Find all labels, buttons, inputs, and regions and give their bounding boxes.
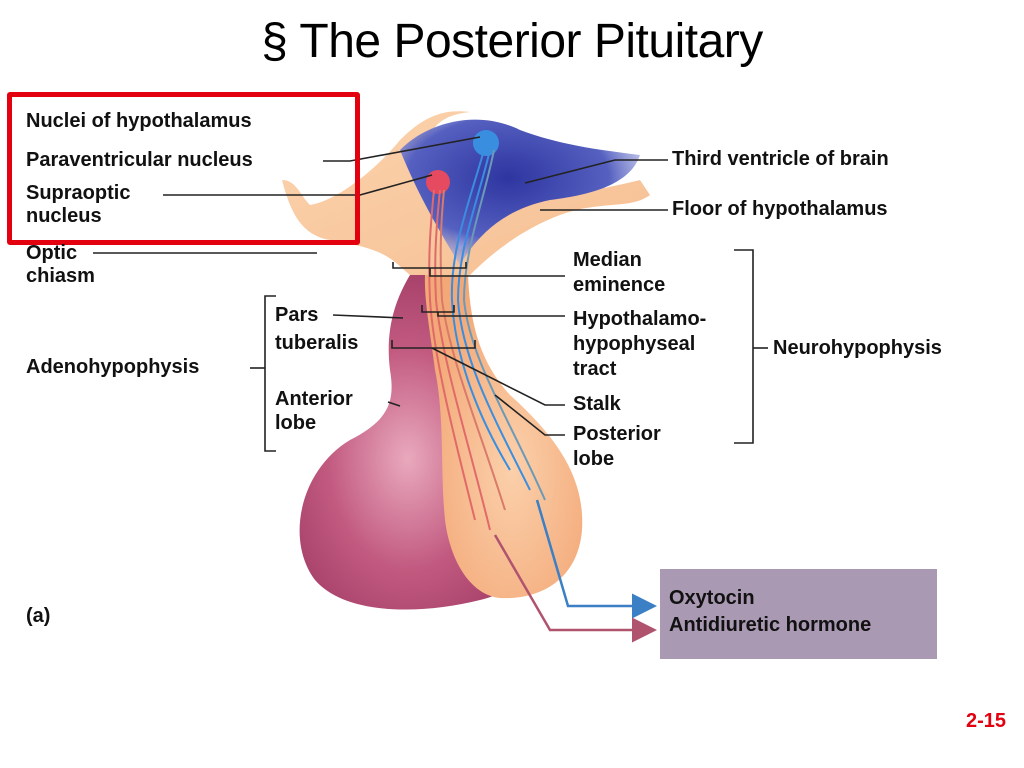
label-neurohypophysis: Neurohypophysis <box>773 337 942 359</box>
label-supraoptic-1: Supraoptic <box>26 182 131 204</box>
label-anterior-1: Anterior <box>275 388 353 410</box>
label-optic-2: chiasm <box>26 265 95 287</box>
panel-label: (a) <box>26 605 51 627</box>
label-supraoptic-2: nucleus <box>26 205 102 227</box>
hormone-box: Oxytocin Antidiuretic hormone <box>660 569 937 659</box>
label-nuclei-of-hypothalamus: Nuclei of hypothalamus <box>26 110 252 132</box>
hormone-oxytocin: Oxytocin <box>669 587 755 609</box>
label-pars-2: tuberalis <box>275 332 359 354</box>
hypothalamus-tissue <box>282 111 650 275</box>
label-median-1: Median <box>573 249 642 271</box>
leader-lines <box>93 136 768 452</box>
label-posterior-1: Posterior <box>573 423 661 445</box>
hypothalamo-hypophyseal-tract <box>428 149 546 531</box>
slide-title: § The Posterior Pituitary <box>261 15 763 68</box>
label-pars-1: Pars <box>275 304 319 326</box>
label-posterior-2: lobe <box>573 448 615 470</box>
label-optic-1: Optic <box>26 242 78 264</box>
paraventricular-nucleus-cluster <box>473 130 499 156</box>
label-stalk: Stalk <box>573 393 621 415</box>
label-floor-of-hypothalamus: Floor of hypothalamus <box>672 198 888 220</box>
label-anterior-2: lobe <box>275 412 317 434</box>
slide-number: 2-15 <box>965 710 1006 732</box>
label-third-ventricle: Third ventricle of brain <box>672 148 889 170</box>
label-tract-1: Hypothalamo- <box>573 308 707 330</box>
hormone-adh: Antidiuretic hormone <box>669 614 872 636</box>
supraoptic-nucleus-cluster <box>426 170 450 194</box>
adh-arrow <box>493 534 657 643</box>
hypothalamic-nuclei-highlight <box>7 92 360 245</box>
third-ventricle <box>400 119 640 265</box>
label-tract-3: tract <box>573 358 617 380</box>
label-adenohypophysis: Adenohypophysis <box>26 356 200 378</box>
label-tract-2: hypophyseal <box>573 333 696 355</box>
oxytocin-arrow <box>535 499 657 619</box>
label-median-2: eminence <box>573 274 666 296</box>
label-paraventricular-nucleus: Paraventricular nucleus <box>26 149 253 171</box>
